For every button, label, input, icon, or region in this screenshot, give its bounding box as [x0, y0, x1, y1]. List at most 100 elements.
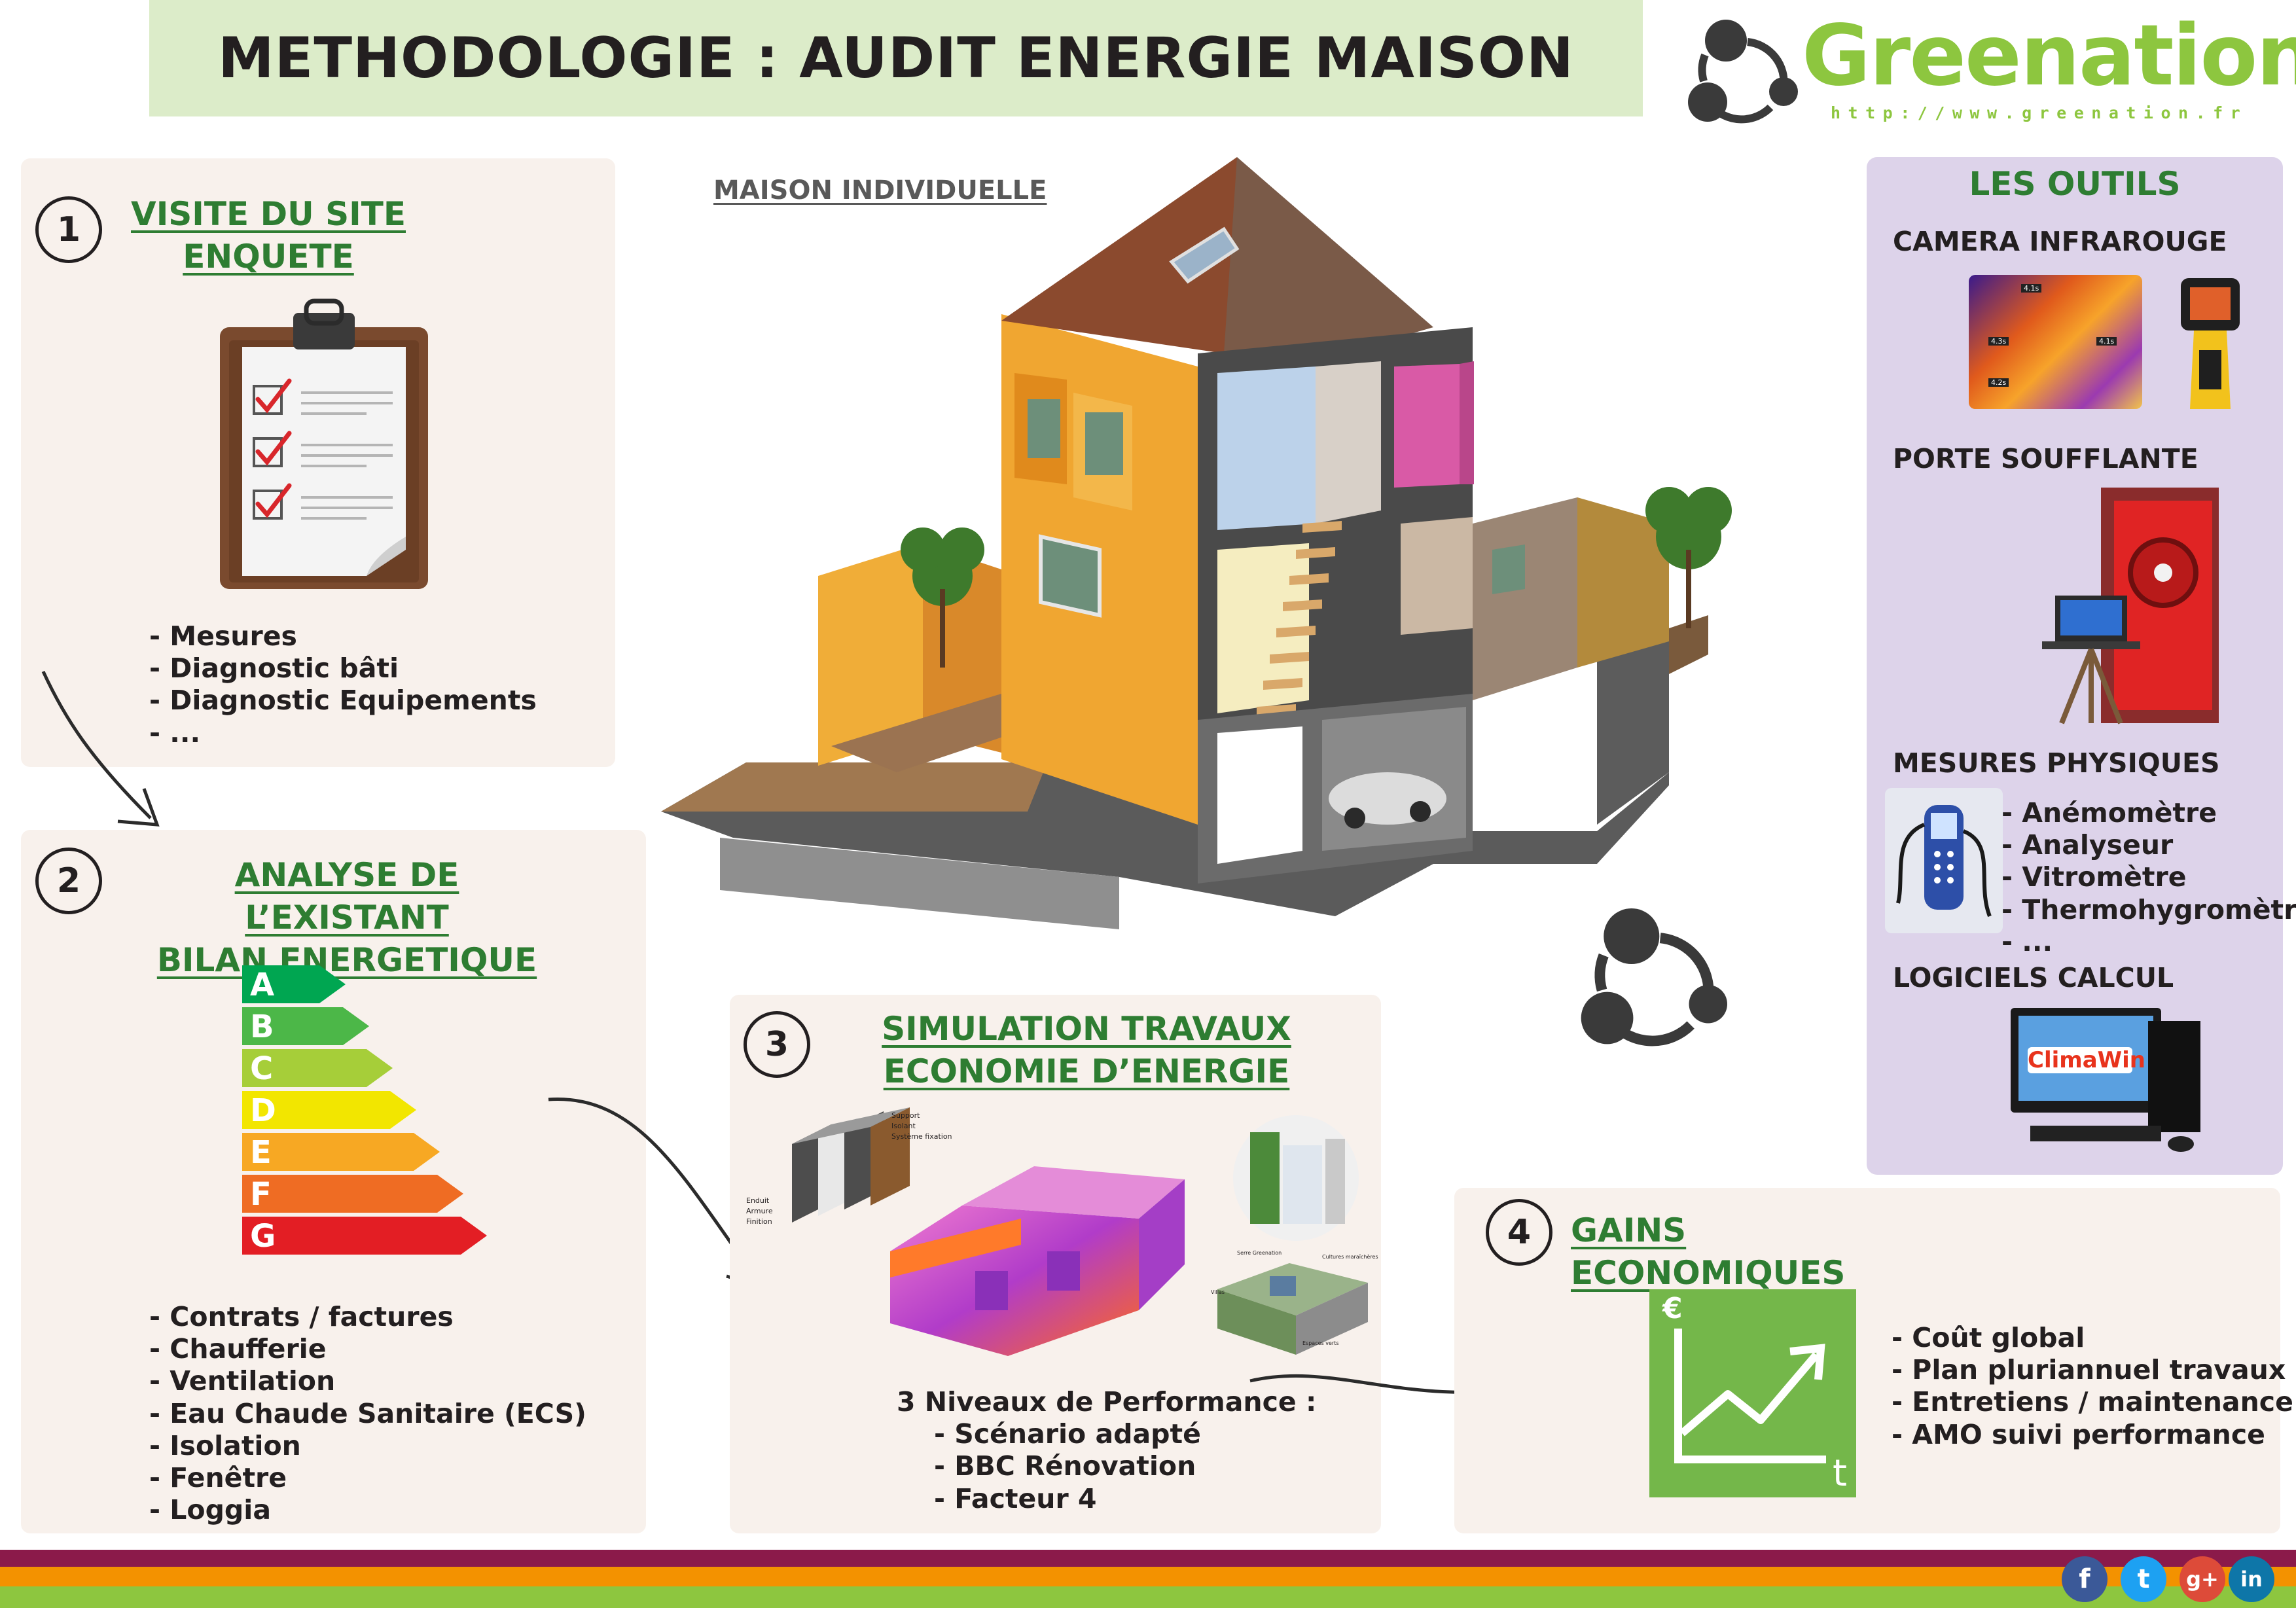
list-item: - Coût global	[1892, 1322, 2085, 1353]
list-item: - Contrats / factures	[149, 1301, 454, 1332]
list-item: - Scénario adapté	[934, 1418, 1201, 1450]
step-2-title: ANALYSE DE L’EXISTANT BILAN ENERGETIQUE	[131, 854, 563, 982]
time-axis-label: t	[1833, 1452, 1847, 1495]
energy-grade-f-bar	[242, 1175, 463, 1213]
wall-label: Isolant	[891, 1121, 916, 1130]
title-bar: METHODOLOGIE : AUDIT ENERGIE MAISON	[149, 0, 1643, 116]
greenation-watermark-icon	[1581, 908, 1728, 1046]
energy-grade-d-bar	[242, 1091, 416, 1129]
wall-label: Système fixation	[891, 1132, 952, 1141]
list-item: - Mesures	[149, 620, 297, 652]
step-3-title: SIMULATION TRAVAUX ECONOMIE D’ENERGIE	[851, 1008, 1322, 1093]
step-1-number: 1	[35, 196, 102, 263]
farm-plan-labels: Serre Greenation Cultures maraîchères Vi…	[1211, 1250, 1381, 1361]
list-item: - Analyseur	[2001, 829, 2174, 861]
greenation-logo-icon	[1688, 20, 1798, 124]
tool-label-blower-door: PORTE SOUFFLANTE	[1893, 443, 2198, 474]
step-1-title: VISITE DU SITE ENQUETE	[79, 193, 458, 278]
energy-grade-d-label: D	[250, 1092, 276, 1129]
step-3-number: 3	[744, 1011, 810, 1078]
measures-list: - Anémomètre - Analyseur - Vitromètre - …	[2001, 797, 2296, 958]
list-item: - Plan pluriannuel travaux	[1892, 1354, 2286, 1386]
farm-label: Espaces verts	[1302, 1340, 1339, 1346]
euro-icon: €	[1662, 1292, 1683, 1325]
step-3-list: 3 Niveaux de Performance : - Scénario ad…	[897, 1386, 1316, 1515]
brand[interactable]: Greenation http://www.greenation.fr	[1685, 12, 2296, 130]
list-item: - Diagnostic bâti	[149, 652, 399, 685]
energy-grade-b-label: B	[250, 1009, 274, 1045]
step-4-number: 4	[1486, 1199, 1552, 1266]
energy-grade-b-bar	[242, 1007, 369, 1045]
ir-readout: 4.2s	[1988, 378, 2009, 387]
energy-grade-g-label: G	[250, 1218, 276, 1255]
list-item: 3 Niveaux de Performance :	[897, 1386, 1317, 1418]
facebook-icon[interactable]: f	[2062, 1556, 2108, 1602]
energy-grade-e-label: E	[250, 1134, 272, 1171]
step-1-title-line-1: VISITE DU SITE	[131, 195, 406, 233]
urban-farm-plan-image	[1217, 1263, 1368, 1355]
list-item: - Anémomètre	[2001, 797, 2217, 829]
step-2-list: - Contrats / factures - Chaufferie - Ven…	[149, 1301, 586, 1526]
arrow-step-1-to-2-icon	[41, 670, 160, 827]
step-1-title-line-2: ENQUETE	[183, 238, 354, 276]
clipboard-icon	[220, 298, 428, 589]
list-item: - Vitromètre	[2001, 861, 2187, 893]
list-item: - Entretiens / maintenance	[1892, 1386, 2293, 1418]
step-1-list: - Mesures - Diagnostic bâti - Diagnostic…	[149, 620, 537, 749]
energy-grade-a-bar	[242, 965, 346, 1003]
energy-grade-e-bar	[242, 1133, 440, 1171]
list-item: - ...	[149, 717, 201, 749]
step-4-title-line-1: GAINS ECONOMIQUES	[1571, 1211, 1846, 1292]
footer-stripe-purple	[0, 1550, 2296, 1567]
wall-label: Enduit	[746, 1196, 770, 1205]
step-2-number: 2	[35, 848, 102, 914]
footer-stripe-green	[0, 1586, 2296, 1608]
list-item: - ...	[2001, 925, 2053, 957]
wall-label: Support	[891, 1111, 920, 1120]
wall-label: Finition	[746, 1217, 772, 1226]
step-4-list: - Coût global - Plan pluriannuel travaux…	[1892, 1322, 2293, 1451]
farm-label: Cultures maraîchères	[1322, 1254, 1378, 1260]
energy-grade-c-label: C	[250, 1050, 273, 1087]
farm-label: Serre Greenation	[1237, 1250, 1282, 1256]
list-item: - Eau Chaude Sanitaire (ECS)	[149, 1397, 586, 1429]
list-item: - AMO suivi performance	[1892, 1418, 2265, 1450]
energy-grade-g-bar	[242, 1217, 487, 1255]
ir-readout: 4.1s	[2096, 337, 2117, 346]
energy-grade-c-bar	[242, 1049, 393, 1087]
twitter-icon[interactable]: t	[2121, 1556, 2166, 1602]
footer-stripe-orange	[0, 1567, 2296, 1586]
infrared-image: 4.1s 4.1s 4.3s 4.2s	[1969, 275, 2142, 409]
brand-url[interactable]: http://www.greenation.fr	[1831, 103, 2248, 122]
list-item: - Loggia	[149, 1494, 272, 1526]
step-3-title-line-1: SIMULATION TRAVAUX	[882, 1010, 1291, 1048]
gas-analyser-photo	[1885, 788, 2003, 933]
step-2-title-line-1: ANALYSE DE L’EXISTANT	[234, 856, 459, 937]
tool-label-camera: CAMERA INFRAROUGE	[1893, 226, 2227, 257]
tools-title: LES OUTILS	[1969, 165, 2181, 203]
green-wall-photo	[1233, 1115, 1359, 1241]
wall-diagram-labels-left: Enduit Armure Finition	[746, 1196, 773, 1227]
list-item: - Isolation	[149, 1429, 301, 1461]
step-4-title: GAINS ECONOMIQUES	[1571, 1209, 1964, 1295]
computer-software-photo	[2011, 1008, 2200, 1152]
google-plus-icon[interactable]: g+	[2179, 1556, 2225, 1602]
energy-grade-a-label: A	[250, 967, 274, 1003]
house-cutaway-illustration	[661, 157, 1732, 929]
farm-label: Villas	[1211, 1289, 1225, 1295]
list-item: - Thermohygromètre	[2001, 893, 2296, 925]
step-2-title-line-2: BILAN ENERGETIQUE	[156, 941, 537, 979]
thermal-simulation-house-image	[890, 1166, 1185, 1356]
thermal-camera-icon	[2181, 278, 2240, 409]
house-caption: MAISON INDIVIDUELLE	[713, 175, 1047, 205]
wall-label: Armure	[746, 1206, 773, 1215]
ir-readout: 4.1s	[2021, 284, 2042, 293]
list-item: - Facteur 4	[934, 1482, 1097, 1514]
page-title: METHODOLOGIE : AUDIT ENERGIE MAISON	[218, 26, 1574, 91]
linkedin-icon[interactable]: in	[2229, 1556, 2274, 1602]
step-3-title-line-2: ECONOMIE D’ENERGIE	[883, 1052, 1290, 1090]
blower-door-photo	[2042, 488, 2219, 724]
software-screen-text: ClimaWin	[2028, 1047, 2145, 1073]
wall-diagram-labels-top: Support Isolant Système fixation	[891, 1111, 952, 1142]
